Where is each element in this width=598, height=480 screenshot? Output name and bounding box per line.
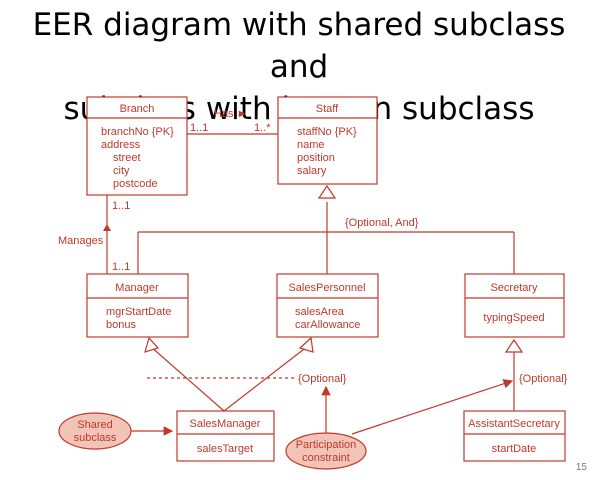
- constraint-label: {Optional, And}: [345, 217, 419, 229]
- manages-arrow-icon: [103, 224, 111, 231]
- salesmanager-attr: salesTarget: [197, 443, 253, 455]
- multiplicity-label: 1..1: [112, 261, 130, 273]
- constraint-label: {Optional}: [298, 373, 347, 385]
- note-text: Participation: [296, 439, 357, 451]
- note-text: constraint: [302, 452, 350, 464]
- staff-attr: staffNo {PK}: [297, 126, 357, 138]
- salespersonnel-attr: carAllowance: [295, 319, 360, 331]
- assistantsecretary-attr: startDate: [492, 443, 537, 455]
- note-text: Shared: [77, 419, 112, 431]
- salesmanager-name: SalesManager: [190, 418, 261, 430]
- secretary-attr: typingSpeed: [483, 312, 544, 324]
- manager-salesmanager-line: [149, 345, 225, 412]
- branch-class[interactable]: Branch branchNo {PK} address street city…: [86, 96, 188, 196]
- constraint-label: {Optional}: [519, 373, 568, 385]
- manages-label: Manages: [58, 235, 104, 247]
- note-text: subclass: [74, 432, 117, 444]
- manager-name: Manager: [115, 282, 159, 294]
- staff-triangle-icon: [317, 184, 337, 199]
- staff-attr: name: [297, 139, 325, 151]
- secretary-name: Secretary: [490, 282, 538, 294]
- salesmanager-class[interactable]: SalesManager salesTarget: [176, 410, 275, 462]
- salespersonnel-salesmanager-line: [223, 345, 309, 412]
- salespersonnel-attr: salesArea: [295, 306, 345, 318]
- multiplicity-label: 1..*: [254, 122, 271, 134]
- slide-number: 15: [576, 462, 588, 473]
- secretary-triangle-icon: [504, 338, 524, 353]
- branch-attr: branchNo {PK}: [101, 126, 174, 138]
- manager-attr: mgrStartDate: [106, 306, 171, 318]
- manager-attr: bonus: [106, 319, 136, 331]
- participation-constraint-note: Participation constraint: [285, 432, 367, 470]
- staff-attr: salary: [297, 165, 327, 177]
- salespersonnel-name: SalesPersonnel: [288, 282, 365, 294]
- assistantsecretary-class[interactable]: AssistantSecretary startDate: [463, 410, 566, 462]
- staff-class[interactable]: Staff staffNo {PK} name position salary: [277, 96, 378, 185]
- participation-arrow-right: [351, 379, 514, 435]
- branch-name: Branch: [120, 103, 155, 115]
- secretary-class[interactable]: Secretary typingSpeed: [464, 273, 565, 338]
- branch-attr: city: [113, 165, 130, 177]
- shared-subclass-note: Shared subclass: [58, 412, 132, 450]
- salespersonnel-triangle-icon: [298, 336, 314, 353]
- has-label: Has ►: [214, 108, 248, 120]
- branch-attr: postcode: [113, 178, 158, 190]
- staff-attr: position: [297, 152, 335, 164]
- title-line-1: EER diagram with shared subclass and: [32, 7, 566, 85]
- staff-name: Staff: [316, 103, 339, 115]
- multiplicity-label: 1..1: [190, 122, 208, 134]
- manager-triangle-icon: [144, 336, 160, 353]
- branch-attr: address: [101, 139, 141, 151]
- branch-attr: street: [113, 152, 141, 164]
- manager-class[interactable]: Manager mgrStartDate bonus: [86, 273, 189, 338]
- assistantsecretary-name: AssistantSecretary: [468, 418, 560, 430]
- salespersonnel-class[interactable]: SalesPersonnel salesArea carAllowance: [276, 273, 379, 338]
- multiplicity-label: 1..1: [112, 200, 130, 212]
